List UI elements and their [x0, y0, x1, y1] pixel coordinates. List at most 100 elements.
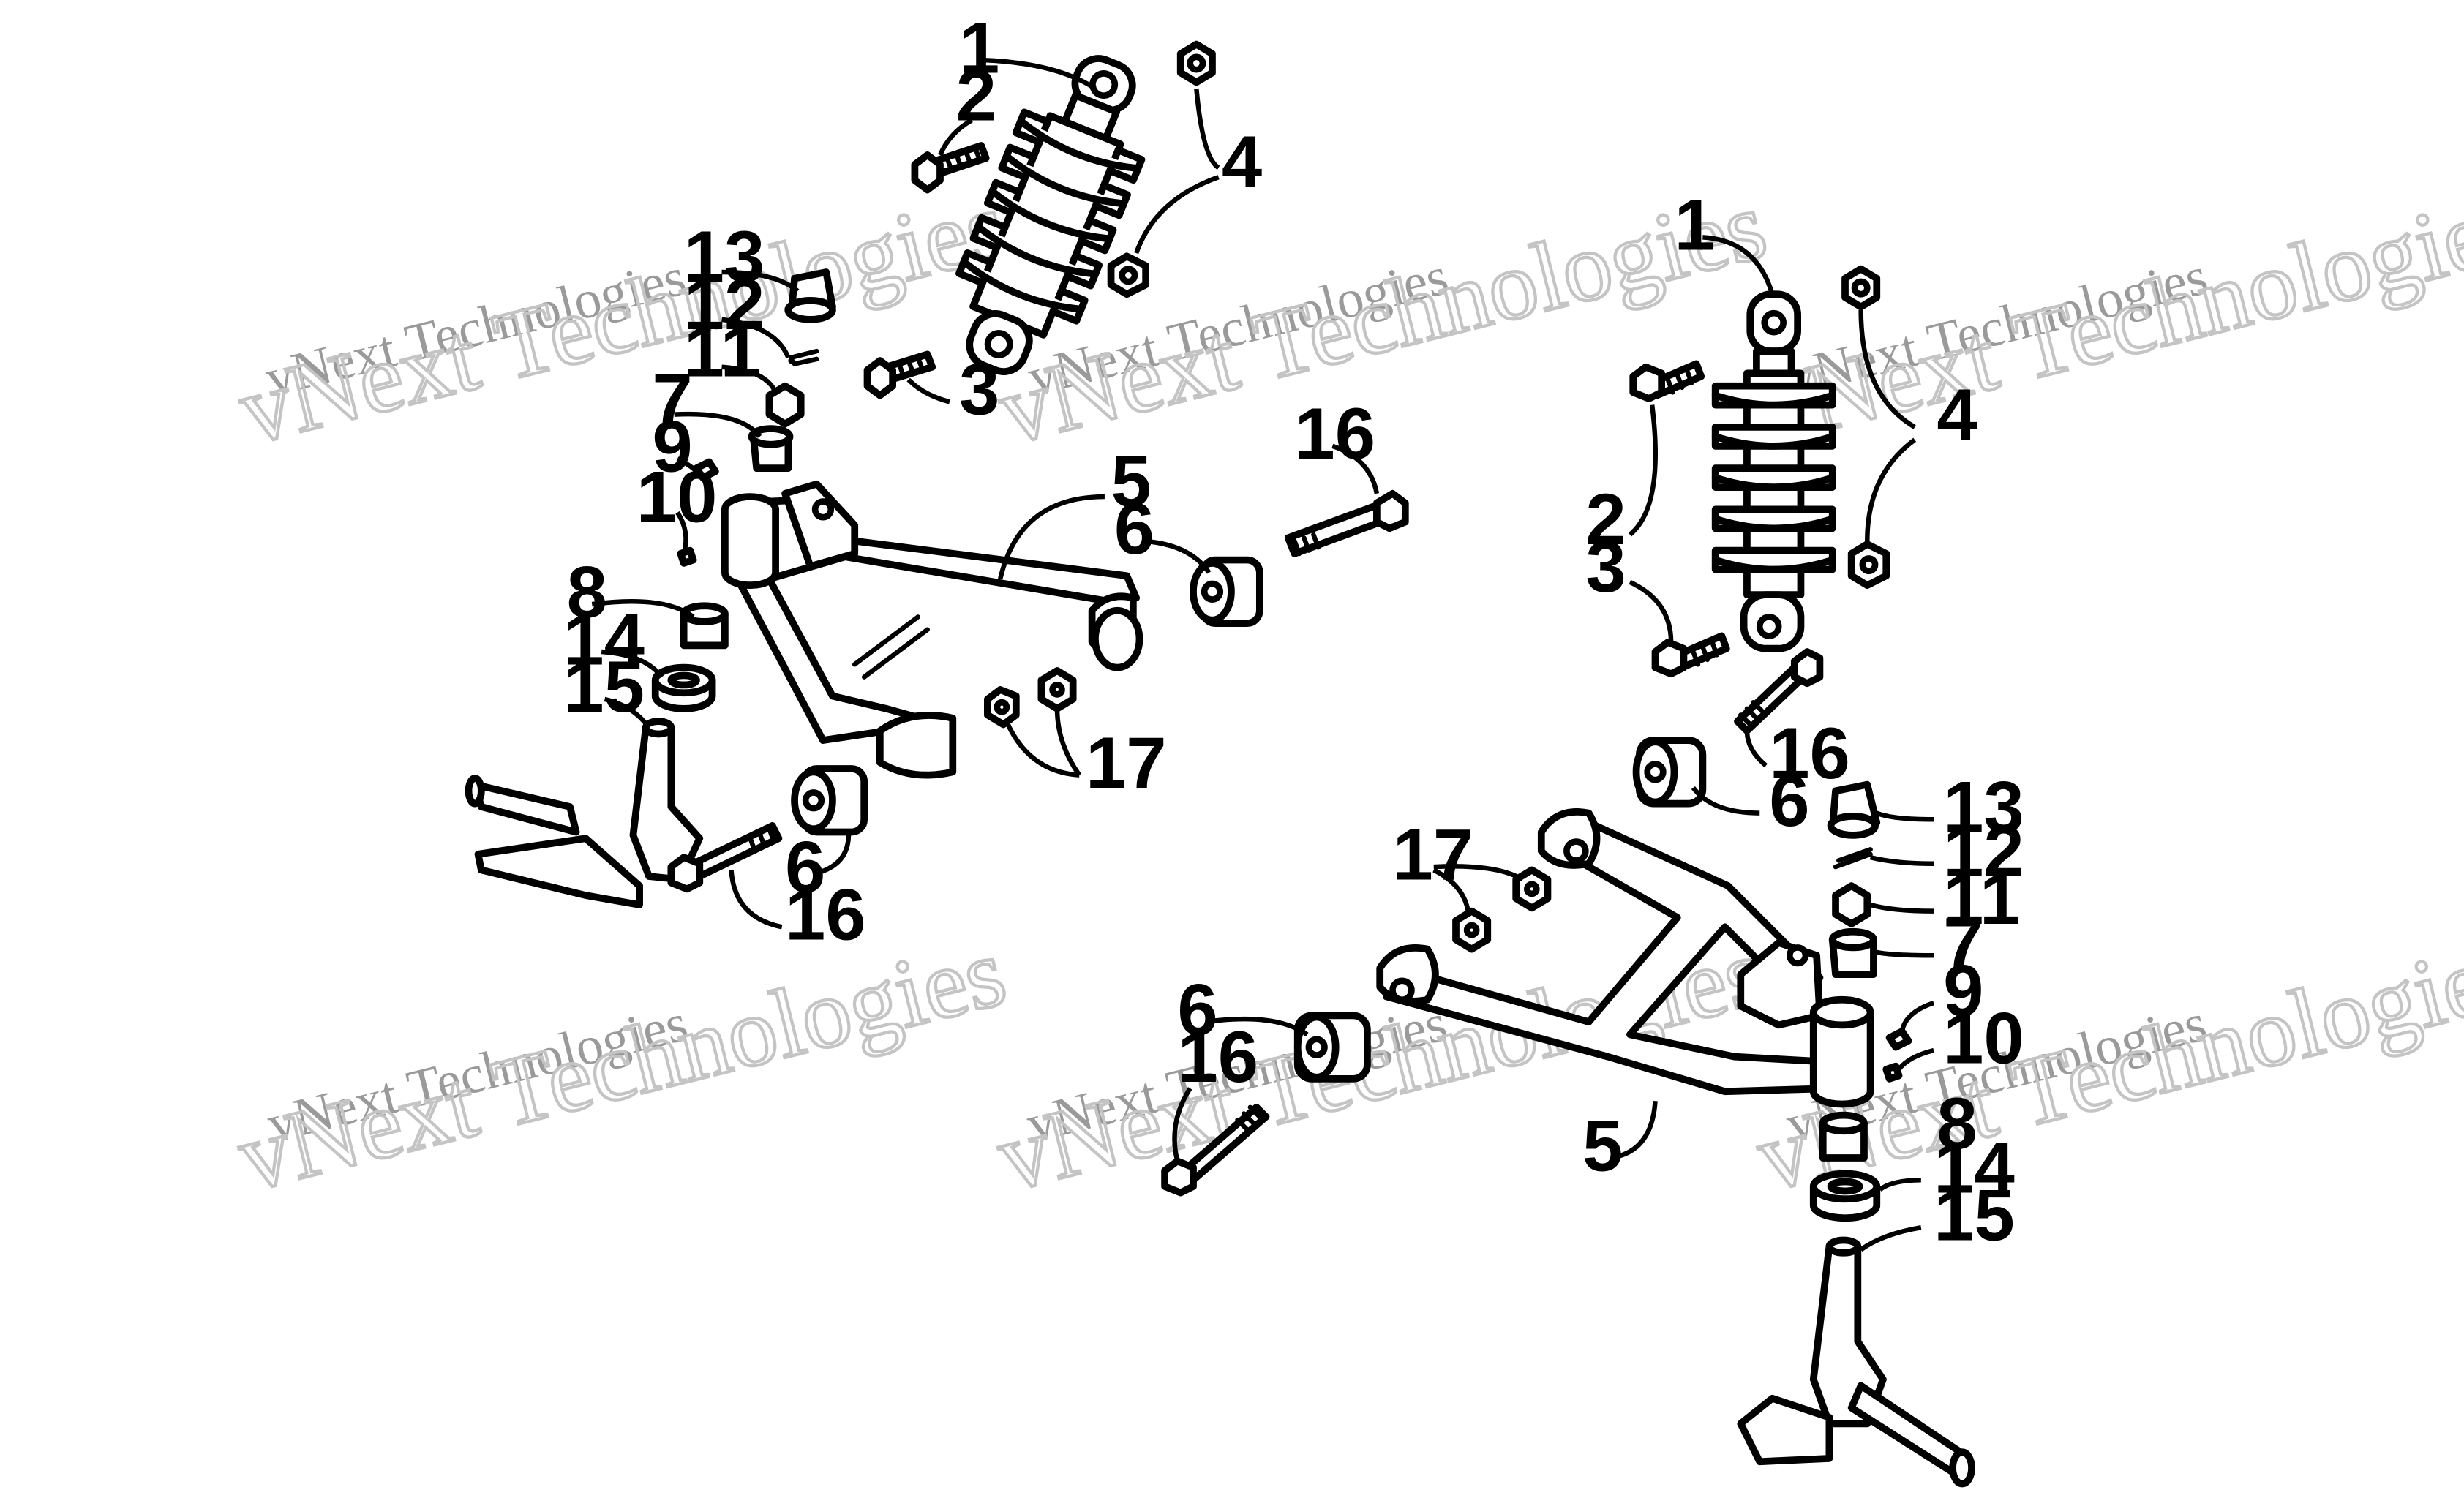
leader-right-12 — [1869, 854, 1934, 867]
left-assembly — [465, 40, 1409, 930]
right-bushing-6-lower — [1293, 1012, 1371, 1083]
callout-left-4: 4 — [1222, 121, 1262, 203]
left-bushing-6-lower — [791, 765, 868, 836]
callout-right-4: 4 — [1937, 374, 1977, 456]
left-seal-14 — [651, 663, 716, 712]
left-bolt-16-upper — [1284, 489, 1409, 557]
leader-left-6b — [816, 828, 852, 876]
left-bushing-8 — [680, 602, 729, 650]
callout-right-16a: 16 — [1769, 713, 1850, 794]
left-nut-4-top — [1176, 40, 1216, 86]
leader-right-3 — [1629, 579, 1674, 643]
callout-left-3: 3 — [959, 350, 999, 431]
leader-left-13 — [721, 269, 800, 293]
leader-left-8 — [591, 598, 695, 620]
watermark-text: vNext Technologies — [230, 171, 1017, 466]
left-grease-fitting-9 — [693, 458, 719, 481]
leader-right-17 — [1432, 864, 1524, 915]
callout-left-17: 17 — [1086, 723, 1167, 804]
right-grease-fitting-10 — [1882, 1062, 1903, 1083]
leader-left-14 — [601, 649, 664, 679]
right-bolt-3 — [1651, 632, 1730, 678]
callout-left-6a: 6 — [1114, 489, 1154, 570]
callout-left-9: 9 — [652, 406, 692, 487]
right-bushing-8 — [1819, 1111, 1868, 1162]
right-bushing-7 — [1828, 927, 1877, 979]
leader-right-5 — [1610, 1100, 1658, 1161]
leader-left-5 — [998, 494, 1105, 580]
callout-left-16a: 16 — [1294, 394, 1375, 475]
callout-left-15: 15 — [563, 647, 645, 728]
callout-right-13: 13 — [1943, 767, 2024, 848]
left-bolt-3 — [863, 350, 936, 399]
callout-left-14: 14 — [563, 599, 645, 680]
left-nut-4-bottom — [1107, 252, 1150, 298]
right-bolt-16-upper — [1734, 648, 1824, 734]
right-castle-nut-11 — [1832, 882, 1871, 927]
callout-right-15: 15 — [1934, 1175, 2015, 1256]
leader-right-14 — [1878, 1178, 1921, 1192]
left-spindle-15 — [465, 718, 704, 908]
leader-right-13 — [1876, 810, 1934, 822]
callout-right-12: 12 — [1943, 811, 2024, 892]
callout-right-1: 1 — [1674, 185, 1714, 266]
right-seal-14 — [1809, 1170, 1881, 1222]
callout-left-7: 7 — [652, 359, 692, 440]
right-nut-4-top — [1841, 265, 1881, 311]
right-nut-17-b — [1452, 907, 1492, 953]
watermark-top-left: vNext Technologies vNext Technologies — [228, 170, 1018, 467]
callout-left-13: 13 — [684, 217, 765, 298]
leader-right-10 — [1896, 1047, 1934, 1072]
callout-right-17: 17 — [1393, 814, 1474, 895]
callout-right-9: 9 — [1943, 950, 1983, 1031]
leader-right-15 — [1859, 1224, 1922, 1252]
right-spindle-15 — [1737, 1236, 1975, 1488]
callout-left-1: 1 — [959, 7, 999, 89]
leader-left-6a — [1142, 538, 1212, 574]
callout-left-16b: 16 — [785, 875, 866, 956]
right-cap-13 — [1827, 780, 1881, 839]
left-nut-17-a — [984, 686, 1020, 729]
callout-right-8: 8 — [1937, 1083, 1977, 1164]
right-cotter-pin-12 — [1833, 847, 1873, 870]
callout-right-6b: 6 — [1177, 969, 1217, 1050]
callout-right-11: 11 — [1943, 859, 2020, 940]
right-bolt-16-lower — [1161, 1103, 1270, 1197]
callout-left-5: 5 — [1111, 441, 1152, 522]
callout-left-2: 2 — [956, 55, 996, 136]
leader-left-7 — [674, 411, 762, 438]
left-nut-17-b — [1037, 667, 1077, 712]
leader-left-4 — [1134, 88, 1220, 255]
watermark-text: vNext Technologies — [1749, 171, 2464, 466]
left-cap-13 — [784, 268, 836, 323]
right-grease-fitting-9 — [1885, 1028, 1912, 1051]
left-a-arm-5 — [721, 480, 1143, 779]
right-bushing-6-upper — [1632, 737, 1707, 808]
leader-left-17 — [1004, 708, 1081, 778]
callout-left-12: 12 — [684, 264, 765, 345]
callout-left-10: 10 — [636, 457, 718, 538]
left-bushing-7 — [748, 425, 794, 473]
callout-left-6b: 6 — [785, 827, 825, 908]
callout-right-6a: 6 — [1769, 761, 1809, 842]
watermark-text: vNext Technologies — [989, 171, 1776, 466]
leader-left-2 — [938, 118, 973, 157]
leader-left-9 — [676, 456, 699, 473]
right-nut-4-bottom — [1847, 541, 1890, 590]
left-bushing-6-upper — [1190, 556, 1263, 627]
callout-labels: 1 2 3 4 5 6 6 7 8 9 10 11 12 13 14 15 16… — [563, 7, 2024, 1256]
leader-right-4 — [1858, 309, 1917, 541]
callout-right-2: 2 — [1585, 479, 1626, 560]
right-a-arm-5 — [1376, 808, 1874, 1108]
leader-right-7 — [1876, 949, 1934, 958]
callout-right-5: 5 — [1582, 1105, 1623, 1186]
leader-left-3 — [906, 377, 950, 404]
right-assembly — [1161, 235, 1975, 1488]
leader-right-16b — [1172, 1087, 1192, 1162]
leader-left-11 — [721, 364, 778, 394]
right-bolt-2 — [1629, 360, 1705, 402]
leader-right-6a — [1691, 786, 1760, 816]
leader-left-16a — [1331, 443, 1380, 494]
leader-right-9 — [1899, 1001, 1935, 1032]
leader-left-15 — [604, 696, 651, 729]
